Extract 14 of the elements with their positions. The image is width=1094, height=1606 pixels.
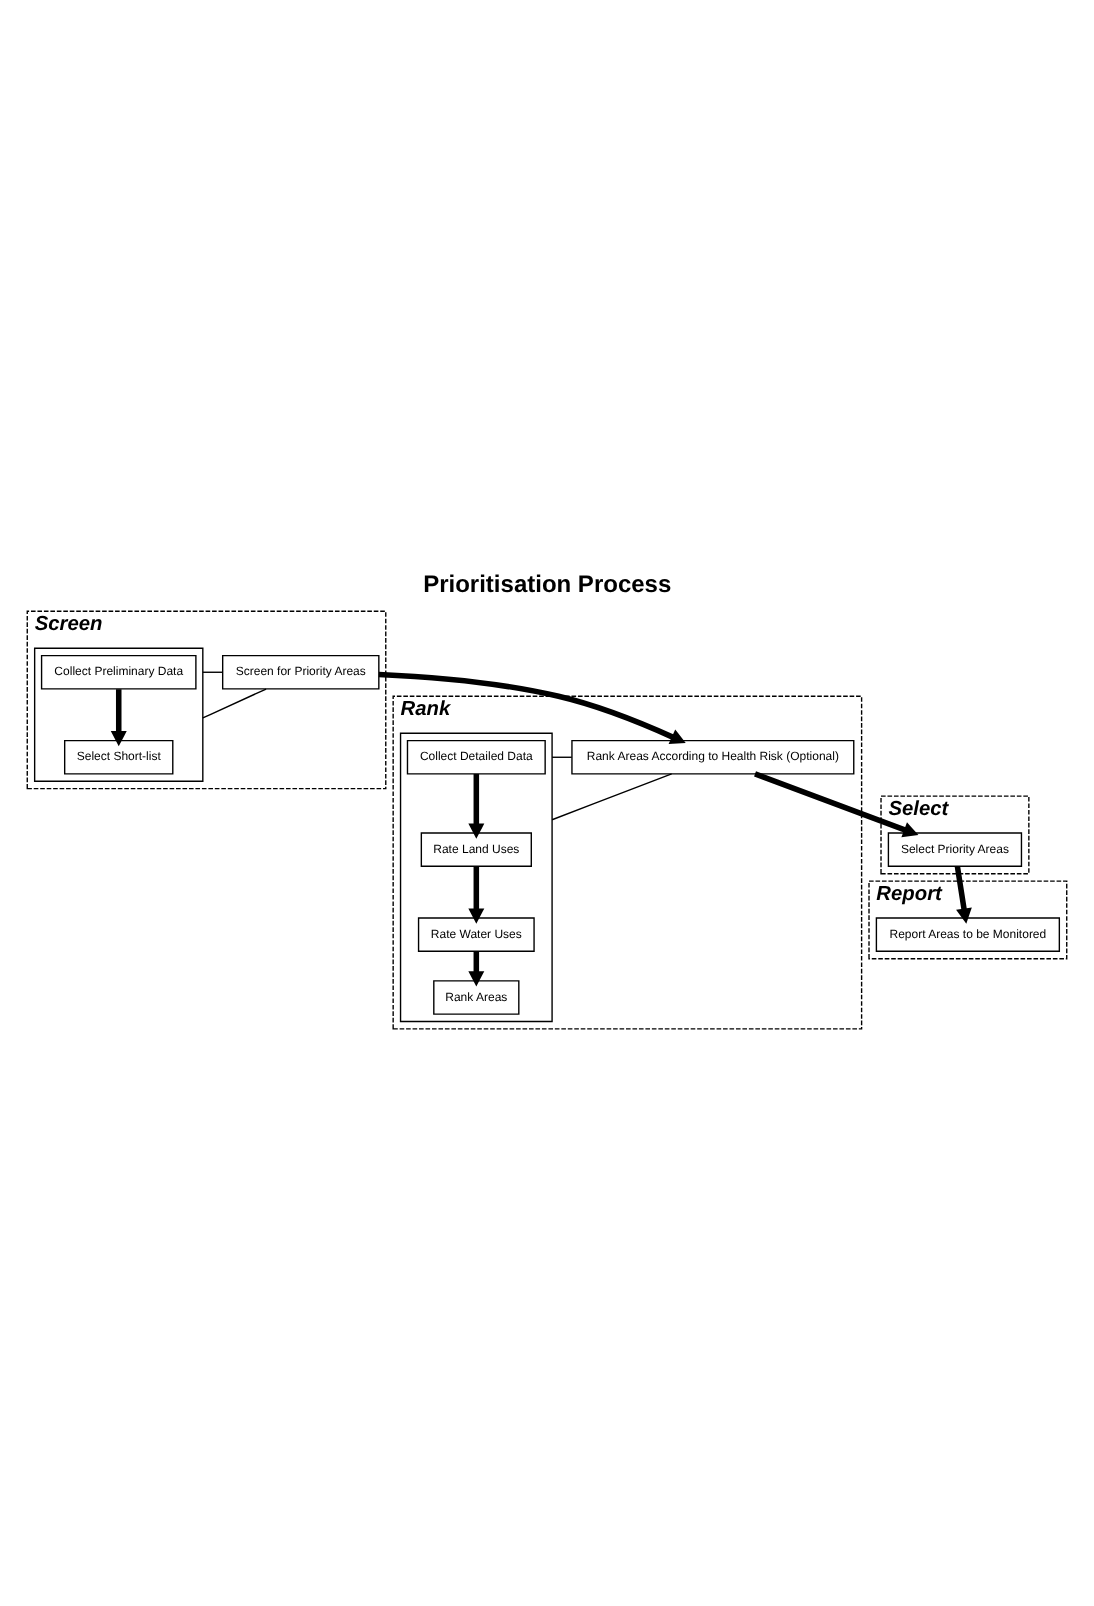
cluster: [399, 732, 553, 1023]
connector: [551, 773, 673, 821]
arrow: [468, 951, 485, 987]
connector: [551, 756, 573, 758]
arrow: [468, 866, 485, 924]
arrow: [754, 771, 919, 838]
arrow: [110, 689, 127, 747]
connector: [202, 688, 267, 719]
arrow: [954, 866, 972, 924]
arrow: [468, 773, 485, 839]
diagram-title: Prioritisation Process: [423, 569, 672, 598]
arrow: [378, 671, 686, 744]
cluster: [33, 647, 204, 782]
connector: [202, 671, 224, 673]
